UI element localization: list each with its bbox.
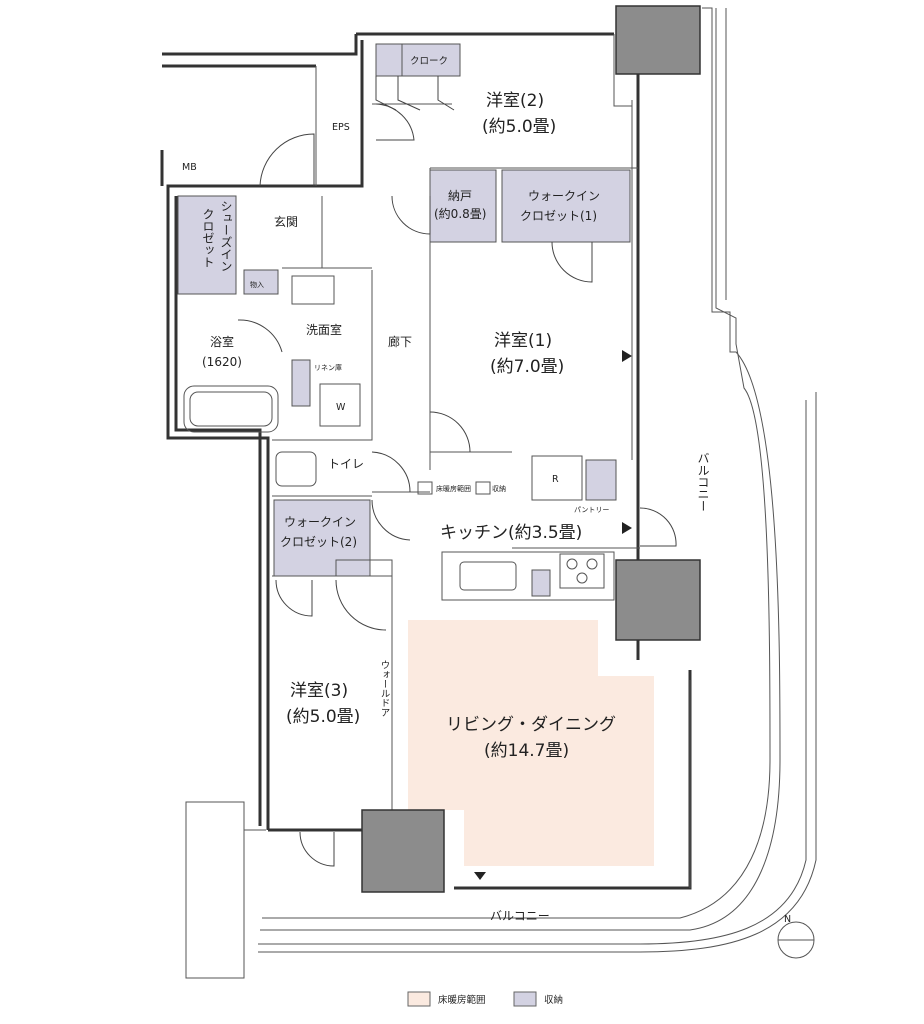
legend-heat-label: 床暖房範囲 — [438, 994, 486, 1006]
fridge-label: R — [552, 474, 559, 485]
cloak-label: クローク — [410, 56, 448, 67]
floor-heating-area — [408, 620, 654, 866]
south-balcony-label: バルコニー — [490, 909, 550, 923]
washer — [319, 383, 361, 427]
compass — [777, 921, 815, 959]
storage-in-label: 物入 — [250, 280, 264, 289]
shoes-line1: シューズイン — [219, 200, 233, 272]
western3-name: 洋室(3) — [290, 681, 348, 701]
compass-label: N — [784, 914, 791, 925]
fixtures — [183, 275, 615, 601]
wic2-line1: ウォークイン — [284, 515, 356, 529]
east-balcony-label: バルコニー — [696, 452, 710, 512]
cloak-storage — [375, 43, 461, 77]
sink — [459, 561, 517, 591]
balcony-outline — [185, 7, 817, 979]
shoes-line2: クロゼット — [201, 208, 215, 268]
western3-size: (約5.0畳) — [286, 707, 360, 727]
living-name: リビング・ダイニング — [446, 715, 616, 735]
legend-storage-swatch — [513, 991, 537, 1007]
toilet-label: トイレ — [328, 457, 364, 471]
eps-label: EPS — [332, 122, 350, 133]
bathtub — [183, 385, 279, 433]
linen-label: リネン庫 — [314, 363, 342, 372]
western2-name: 洋室(2) — [486, 91, 544, 111]
western1-size: (約7.0畳) — [490, 357, 564, 377]
living-size: (約14.7畳) — [484, 741, 569, 761]
legend-storage-label: 収納 — [544, 994, 563, 1006]
doors — [237, 76, 677, 867]
pillar-ne — [615, 5, 701, 75]
entrance-label: 玄関 — [274, 214, 298, 229]
stove — [559, 553, 605, 589]
wic2-line2: クロゼット(2) — [280, 535, 357, 549]
western2-size: (約5.0畳) — [482, 117, 556, 137]
legend-heat-swatch — [407, 991, 431, 1007]
pillars — [361, 5, 701, 893]
toilet-bowl — [275, 451, 317, 487]
bath-name: 浴室 — [210, 334, 234, 349]
mb-label: MB — [182, 162, 197, 173]
hallway-label: 廊下 — [388, 334, 412, 349]
western1-name: 洋室(1) — [494, 331, 552, 351]
linen-storage — [291, 359, 311, 407]
nando-storage — [429, 169, 497, 243]
windows — [474, 100, 691, 888]
pantry-label: パントリー — [574, 506, 609, 514]
bath-size: (1620) — [202, 355, 242, 369]
shoes-storage — [177, 195, 237, 295]
bathtub-inner — [189, 391, 273, 427]
wic1-line1: ウォークイン — [528, 189, 600, 203]
nando-size: (約0.8畳) — [434, 206, 486, 221]
storage-in — [243, 269, 279, 295]
kitchen-storage — [531, 569, 551, 597]
wic2-storage — [273, 499, 371, 577]
wash-basin — [291, 275, 335, 305]
inner-legend-heat: 床暖房範囲 — [436, 484, 471, 493]
washroom-label: 洗面室 — [306, 322, 342, 337]
kitchen-counter — [441, 551, 615, 601]
kitchen-label: キッチン(約3.5畳) — [440, 523, 582, 543]
pillar-kitchen — [615, 559, 701, 641]
washer-label: W — [336, 402, 346, 413]
fridge — [531, 455, 583, 501]
wic1-storage — [501, 169, 631, 243]
wall-door-label: ウォールドア — [379, 660, 391, 717]
pantry-storage — [585, 459, 617, 501]
storage-areas — [177, 43, 631, 597]
inner-legend-storage: 収納 — [492, 484, 506, 493]
nando-name: 納戸 — [448, 189, 472, 203]
wic1-line2: クロゼット(1) — [520, 209, 597, 223]
pillar-sw — [361, 809, 445, 893]
